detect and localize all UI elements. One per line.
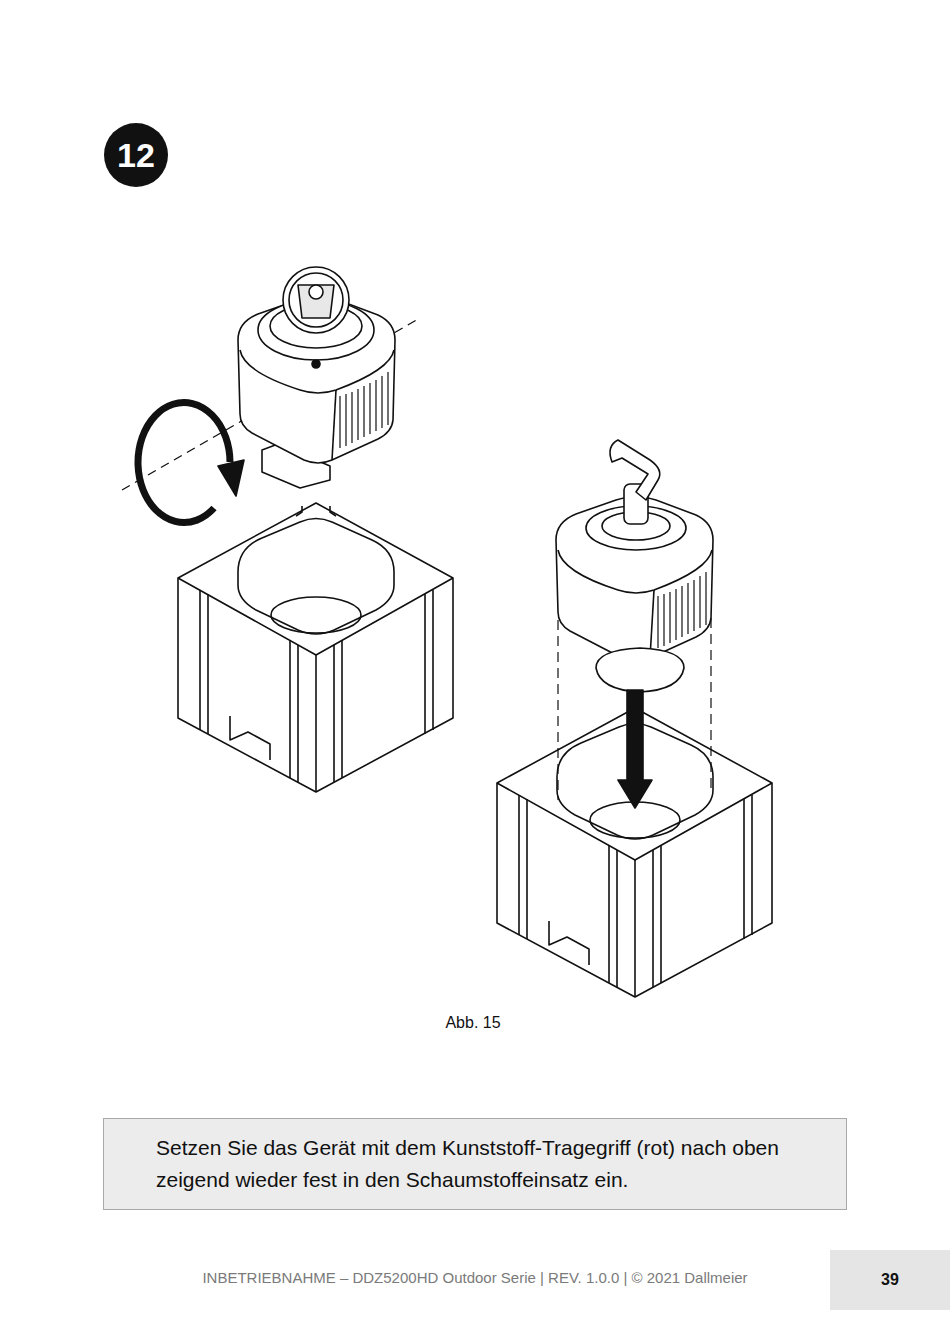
foam-insert (178, 503, 453, 792)
camera-with-handle (556, 440, 713, 692)
insert-arrow (618, 690, 652, 808)
step-number-text: 12 (117, 136, 155, 175)
rotation-arrow (138, 403, 230, 523)
page-number: 39 (830, 1250, 950, 1310)
instruction-box-text: Setzen Sie das Gerät mit dem Kunststoff-… (156, 1132, 828, 1196)
figure-caption: Abb. 15 (373, 1014, 573, 1032)
instruction-box: Setzen Sie das Gerät mit dem Kunststoff-… (103, 1118, 847, 1210)
page-number-text: 39 (881, 1271, 899, 1289)
step-number: 12 (104, 123, 168, 187)
footer-text: INBETRIEBNAHME – DDZ5200HD Outdoor Serie… (100, 1269, 850, 1286)
camera-upside-down (238, 267, 395, 488)
